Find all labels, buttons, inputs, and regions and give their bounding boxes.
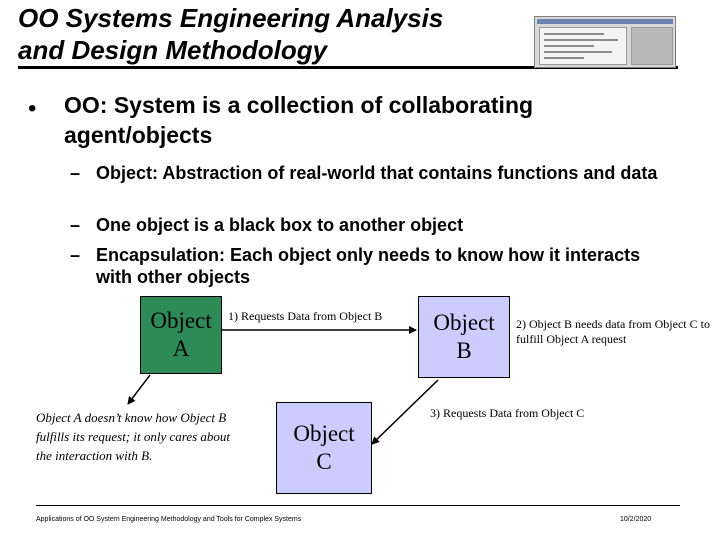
slide-title: OO Systems Engineering Analysis and Desi… xyxy=(18,2,538,66)
request-label-1: 1) Requests Data from Object B xyxy=(228,309,383,324)
arrow-b-to-c xyxy=(371,379,439,445)
black-box-note: Object A doesn’t know how Object B fulfi… xyxy=(36,410,231,463)
sub-bullet-1-text: Object: Abstraction of real-world that c… xyxy=(96,163,658,183)
dash-marker: – xyxy=(70,245,81,265)
main-bullet: OO: System is a collection of collaborat… xyxy=(64,92,534,148)
request-label-2: 2) Object B needs data from Object C to … xyxy=(516,317,718,347)
dash-marker: – xyxy=(70,215,81,235)
dash-marker: – xyxy=(70,163,81,183)
thumbnail-titlebar xyxy=(537,19,673,24)
bullet-marker: • xyxy=(28,95,37,122)
object-b-box: Object B xyxy=(418,296,510,378)
slide-title-line2: and Design Methodology xyxy=(18,35,328,65)
thumbnail-panel xyxy=(539,27,627,65)
slide-title-line1: OO Systems Engineering Analysis xyxy=(18,3,444,33)
sub-bullet-3-text: Encapsulation: Each object only needs to… xyxy=(96,245,641,287)
arrow-a-to-note xyxy=(127,374,151,405)
footer-divider xyxy=(36,505,680,506)
footer-date: 10/2/2020 xyxy=(620,516,652,523)
title-underline xyxy=(18,66,678,69)
thumbnail-side-panel xyxy=(631,27,673,65)
object-c-box: Object C xyxy=(276,402,372,494)
sub-bullet-2-text: One object is a black box to another obj… xyxy=(96,215,464,235)
request-label-3: 3) Requests Data from Object C xyxy=(430,406,585,421)
object-a-box: Object A xyxy=(140,296,222,374)
screenshot-thumbnail xyxy=(534,16,676,68)
footer-text: Applications of OO System Engineering Me… xyxy=(36,516,302,523)
